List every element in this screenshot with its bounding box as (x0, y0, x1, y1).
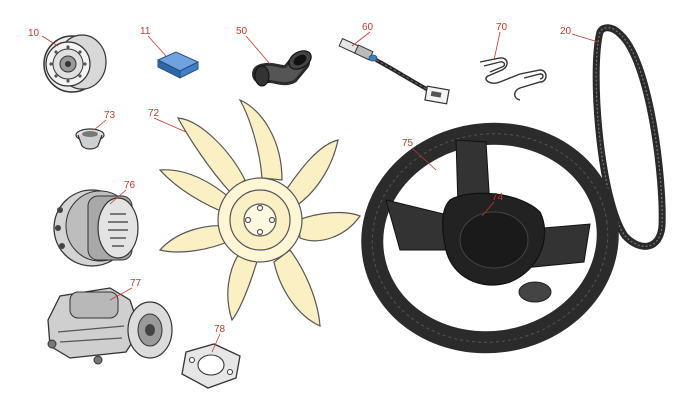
callout-78: 78 (214, 324, 226, 335)
callout-74: 74 (492, 192, 504, 203)
callout-75: 75 (402, 138, 414, 149)
blue-block (156, 51, 200, 79)
starter-motor (47, 287, 173, 365)
callout-76: 76 (124, 180, 136, 191)
gasket (181, 343, 241, 389)
alternator (53, 189, 139, 267)
callout-70: 70 (496, 22, 508, 33)
leader-lines (41, 31, 599, 353)
callout-77: 77 (130, 278, 142, 289)
callout-11: 11 (140, 26, 151, 37)
hose-elbow (252, 50, 312, 87)
cooling-fan (158, 98, 361, 327)
callout-20: 20 (560, 26, 572, 37)
callout-60: 60 (362, 22, 374, 33)
drive-belt (592, 24, 666, 250)
callout-72: 72 (148, 108, 160, 119)
callout-50: 50 (236, 26, 248, 37)
rubber-cap (75, 128, 105, 150)
sensor-cable (338, 37, 450, 105)
callout-73: 73 (104, 110, 116, 121)
steering-wheel (361, 122, 619, 354)
callout-10: 10 (28, 28, 40, 39)
oil-filter (43, 34, 107, 93)
wire-clip (479, 57, 547, 101)
